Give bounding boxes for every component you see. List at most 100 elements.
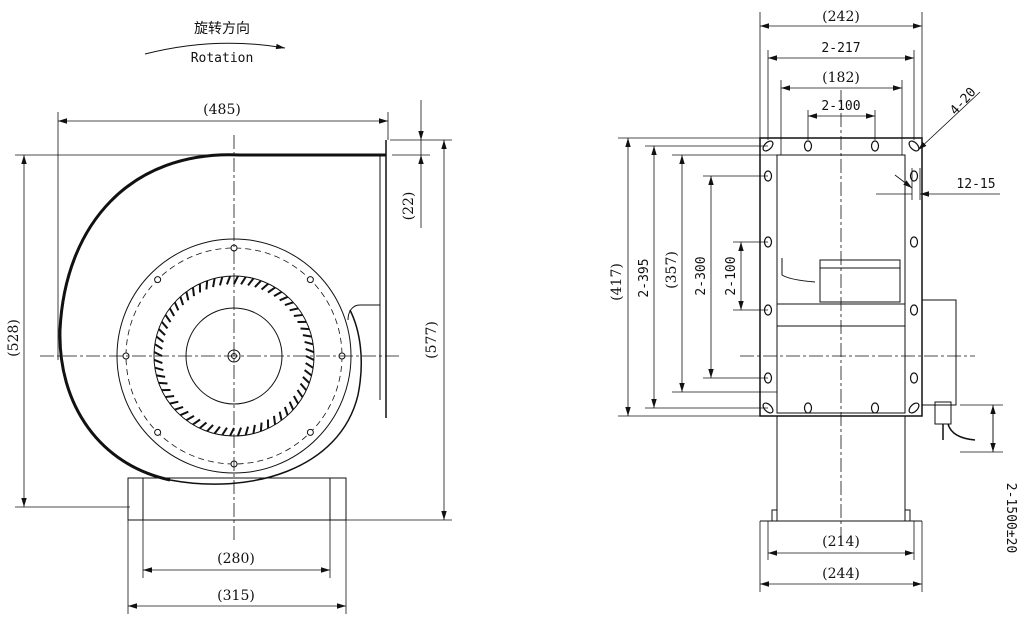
dim-12-15: 12-15 [956, 177, 995, 192]
impeller-blade [160, 321, 169, 330]
flange-hole [870, 140, 880, 152]
dim-485: (485) [203, 102, 241, 118]
corner-hole [908, 402, 920, 414]
impeller-blade [259, 422, 263, 432]
impeller-blade [236, 427, 242, 437]
impeller-blade [212, 278, 216, 288]
flange-hole [909, 170, 919, 182]
impeller-blade [158, 328, 166, 336]
impeller-blade [254, 280, 262, 288]
dim-cable-length: 2-1500±20 [1003, 483, 1018, 553]
impeller-blade [153, 351, 163, 357]
impeller-blade [165, 395, 175, 399]
dim-577: (577) [424, 321, 440, 359]
impeller-blade [199, 421, 208, 430]
impeller-blade [296, 389, 304, 398]
side-view: (242) 2-217 (182) 2-100 4-20 12-15 (417) [609, 9, 1018, 592]
base-plate [127, 477, 347, 521]
impeller-blade [267, 286, 276, 294]
motor-body [819, 259, 901, 303]
impeller-blade [179, 410, 189, 417]
impeller-blade [299, 382, 308, 391]
impeller-blade [278, 411, 283, 421]
flange-hole [909, 372, 919, 384]
impeller-blade [192, 418, 201, 426]
impeller-blade [174, 405, 184, 411]
flange-hole [803, 402, 813, 414]
impeller-blade [206, 424, 214, 432]
flange-hole [909, 304, 919, 316]
impeller-blades [153, 275, 315, 437]
impeller-blade [302, 334, 312, 338]
impeller-blade [205, 280, 209, 290]
cable [942, 423, 976, 441]
impeller-blade [240, 276, 247, 285]
rotation-indicator: 旋转方向 Rotation [144, 21, 286, 66]
impeller-blade [221, 427, 228, 436]
flange-bolt [154, 276, 162, 284]
dim-528: (528) [6, 319, 22, 357]
flange-bolt [154, 428, 162, 436]
dim-280: (280) [217, 551, 255, 567]
flange-hole [803, 140, 813, 152]
impeller-blade [179, 296, 185, 306]
impeller-blade [229, 427, 235, 437]
impeller-blade [305, 362, 314, 369]
impeller-blade [155, 335, 165, 343]
impeller-blade [173, 301, 180, 311]
dim-357: (357) [664, 251, 680, 289]
impeller-blade [226, 275, 232, 285]
impeller-blade [305, 355, 315, 361]
impeller-blade [252, 424, 256, 434]
dim-242: (242) [822, 9, 860, 25]
impeller-blade [283, 406, 289, 416]
junction-box [921, 299, 957, 406]
dim-2-395: 2-395 [637, 258, 652, 297]
impeller-blade [289, 307, 299, 312]
dim-22: (22) [401, 192, 417, 221]
impeller-blade [154, 343, 163, 350]
dim-214: (214) [822, 534, 860, 550]
impeller-blade [284, 301, 294, 307]
impeller-blade [302, 376, 310, 384]
impeller-blade [156, 374, 166, 378]
impeller-blade [305, 348, 315, 354]
impeller-blade [260, 282, 269, 291]
impeller-blade [158, 381, 168, 385]
scroll-casing [58, 153, 386, 482]
dim-2-100-side: 2-100 [724, 256, 739, 295]
dim-182: (182) [822, 70, 860, 86]
impeller-blade [213, 425, 221, 435]
flange-hole [909, 236, 919, 248]
impeller-blade [233, 275, 239, 285]
impeller-blade [300, 327, 310, 331]
impeller-blade [185, 414, 195, 422]
impeller-blade [185, 291, 190, 301]
dim-4-20: 4-20 [947, 85, 979, 118]
flange-hole [870, 402, 880, 414]
rotation-label-zh: 旋转方向 [194, 21, 250, 37]
impeller-blade [168, 307, 176, 317]
dim-417: (417) [609, 263, 625, 301]
impeller-blade [191, 287, 195, 297]
impeller-blade [293, 313, 303, 317]
dim-2-217: 2-217 [821, 41, 860, 56]
impeller-blade [292, 395, 300, 405]
impeller-blade [304, 340, 314, 346]
impeller-blade [154, 366, 164, 372]
impeller-blade [244, 426, 250, 436]
dim-2-300: 2-300 [694, 256, 709, 295]
impeller-blade [218, 276, 224, 286]
flange-bolt [306, 428, 314, 436]
impeller-blade [247, 277, 255, 287]
impeller-blade [288, 401, 295, 411]
flange-bolt [306, 276, 314, 284]
impeller-blade [303, 369, 313, 377]
impeller-blade [169, 400, 179, 405]
rotation-label-en: Rotation [191, 51, 254, 66]
impeller-blade [279, 295, 289, 302]
dim-2-100-top: 2-100 [821, 99, 860, 114]
rotation-arrow-icon [144, 42, 286, 55]
impeller-blade [273, 415, 277, 425]
